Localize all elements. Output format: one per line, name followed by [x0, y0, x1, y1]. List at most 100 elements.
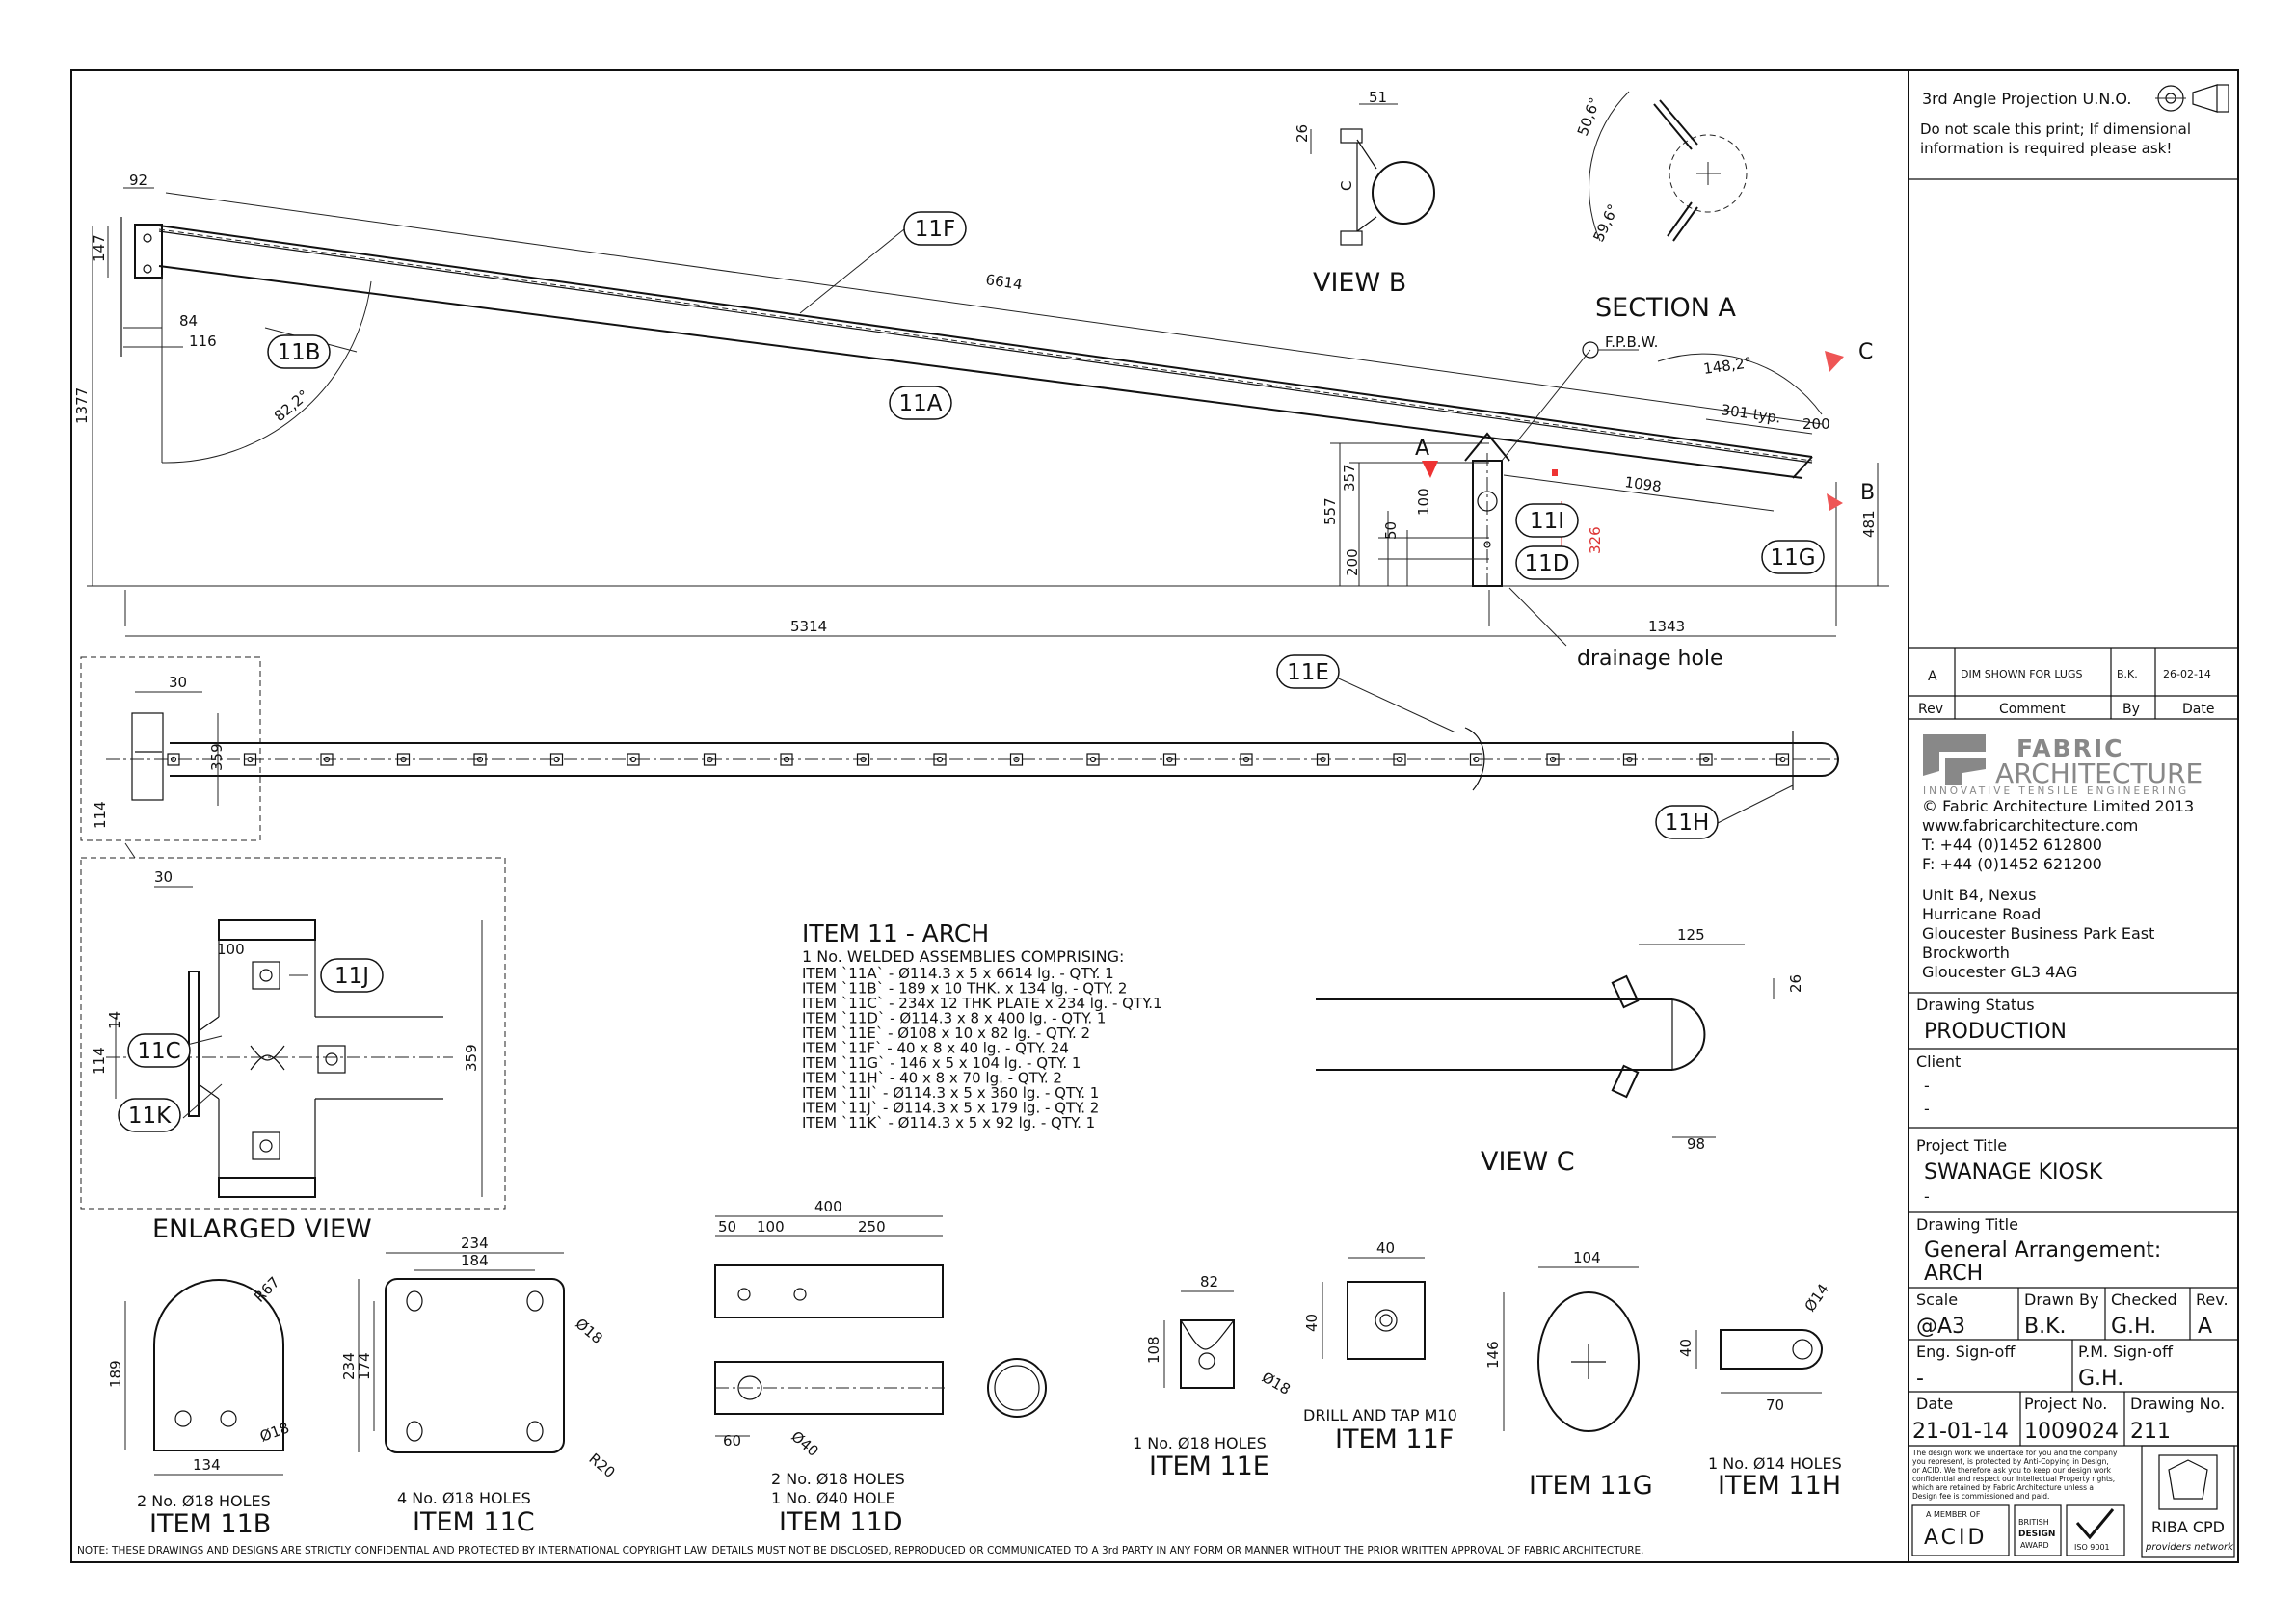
item-list-line: ITEM `11K` - Ø114.3 x 5 x 92 lg. - QTY. …	[802, 1114, 1095, 1131]
item-bubble	[1655, 805, 1719, 839]
drawing-no-label: Drawing No.	[2130, 1395, 2225, 1413]
detail-11e-title: ITEM 11E	[1149, 1451, 1269, 1481]
status-value: PRODUCTION	[1924, 1020, 2067, 1044]
british-design-award-logo-icon: BRITISH DESIGN AWARD	[2014, 1504, 2062, 1556]
lug-hole	[1549, 756, 1557, 763]
detail-11h-title: ITEM 11H	[1718, 1471, 1841, 1501]
rev-header-comment: Comment	[1999, 702, 2066, 717]
lug-square	[856, 753, 870, 766]
lug-square	[167, 753, 180, 766]
item-bubble	[1276, 654, 1340, 689]
drawn-value: B.K.	[2024, 1315, 2067, 1339]
drawing-title-2: ARCH	[1924, 1262, 1983, 1286]
svg-text:AWARD: AWARD	[2020, 1541, 2049, 1550]
client-value-2: -	[1924, 1100, 1930, 1118]
lug-hole	[1702, 756, 1710, 763]
detail-11d-note1: 2 No. Ø18 HOLES	[771, 1470, 905, 1488]
status-label: Drawing Status	[1916, 996, 2035, 1014]
drawing-title-1: General Arrangement:	[1924, 1238, 2161, 1263]
item-bubble	[889, 386, 952, 420]
dim-11c-r20: R20	[585, 1450, 618, 1481]
address-line-5: Gloucester GL3 4AG	[1922, 963, 2077, 981]
lug-square	[1622, 753, 1637, 766]
lug-square	[1240, 753, 1253, 766]
item-list-line: ITEM `11G` - 146 x 5 x 104 lg. - QTY. 1	[802, 1054, 1081, 1072]
projection-symbol-icon	[2155, 84, 2229, 113]
view-b-title: VIEW B	[1313, 268, 1406, 298]
detail-11c: 234 184 234 174 Ø18 R20 4 No. Ø18 HOLES …	[340, 1235, 619, 1537]
lug-square	[1086, 753, 1100, 766]
lug-square	[1469, 753, 1483, 766]
dim-11e-82: 82	[1200, 1273, 1218, 1290]
dim-11h-14: Ø14	[1802, 1281, 1832, 1316]
footer-note: NOTE: THESE DRAWINGS AND DESIGNS ARE STR…	[77, 1545, 1644, 1556]
detail-11b-title: ITEM 11B	[149, 1509, 271, 1539]
lug-hole	[323, 756, 331, 763]
lug-hole	[1396, 756, 1403, 763]
lug-hole	[1473, 756, 1480, 763]
dim-plan-30: 30	[169, 674, 187, 691]
project-value: SWANAGE KIOSK	[1924, 1160, 2103, 1184]
dim-vb-26: 26	[1294, 124, 1311, 143]
lug-square	[933, 753, 947, 766]
detail-11f: 40 40 DRILL AND TAP M10 ITEM 11F	[1303, 1239, 1457, 1454]
item-list-line: ITEM `11F` - 40 x 8 x 40 lg. - QTY. 24	[802, 1040, 1069, 1057]
pm-signoff-value: G.H.	[2078, 1367, 2123, 1391]
project-no-value: 1009024	[2024, 1420, 2119, 1444]
detail-11g-title: ITEM 11G	[1529, 1471, 1653, 1501]
item-bubble	[267, 334, 331, 369]
dim-vb-51: 51	[1369, 89, 1387, 106]
drawing-title-label: Drawing Title	[1916, 1215, 2018, 1234]
dim-357: 357	[1341, 464, 1358, 492]
legal-line-1: The design work we undertake for you and…	[1911, 1449, 2118, 1457]
pm-signoff-label: P.M. Sign-off	[2078, 1343, 2174, 1361]
item-list-line: ITEM `11B` - 189 x 10 THK. x 134 lg. - Q…	[802, 980, 1127, 998]
lug-square	[1775, 753, 1790, 766]
company-name-2: ARCHITECTURE	[1995, 758, 2203, 789]
detail-11f-note: DRILL AND TAP M10	[1303, 1406, 1457, 1424]
dim-11d-40: Ø40	[788, 1427, 821, 1460]
dim-11b-134: 134	[193, 1456, 221, 1474]
lug-square	[1009, 753, 1024, 766]
item-bubble-label: 11K	[128, 1104, 172, 1129]
drawn-label: Drawn By	[2024, 1290, 2098, 1309]
item-list-line: ITEM `11I` - Ø114.3 x 5 x 360 lg. - QTY.…	[802, 1084, 1099, 1102]
detail-11e-note: 1 No. Ø18 HOLES	[1133, 1434, 1267, 1452]
svg-text:BRITISH: BRITISH	[2018, 1518, 2049, 1527]
item-list-line: ITEM `11C` - 234x 12 THK PLATE x 234 lg.…	[802, 995, 1162, 1012]
lug-hole	[1013, 756, 1020, 763]
lug-square	[473, 753, 487, 766]
eng-signoff-value: -	[1916, 1367, 1924, 1391]
item-list-line: ITEM `11J` - Ø114.3 x 5 x 179 lg. - QTY.…	[802, 1100, 1099, 1117]
detail-11c-note: 4 No. Ø18 HOLES	[397, 1489, 531, 1507]
rev-by-cell: B.K.	[2117, 668, 2138, 680]
dim-plan-114: 114	[92, 801, 109, 829]
dim-vc-98: 98	[1687, 1135, 1705, 1153]
angle-sa-59-6: 59,6°	[1589, 201, 1622, 245]
dim-11c-234v: 234	[340, 1352, 358, 1380]
dim-vc-26: 26	[1787, 974, 1804, 993]
address-line-4: Brockworth	[1922, 944, 2010, 962]
lug-hole	[400, 756, 407, 763]
lug-square	[703, 753, 717, 766]
dim-84: 84	[179, 312, 198, 330]
detail-11c-title: ITEM 11C	[413, 1507, 535, 1537]
company-name-1: FABRIC	[2016, 734, 2124, 762]
detail-11h-note: 1 No. Ø14 HOLES	[1708, 1454, 1842, 1473]
dim-11d-250: 250	[858, 1218, 886, 1236]
item-list-subtitle: 1 No. WELDED ASSEMBLIES COMPRISING:	[802, 947, 1124, 966]
dim-11d-60: 60	[723, 1432, 741, 1450]
dim-11g-104: 104	[1573, 1249, 1601, 1266]
enlarged-title: ENLARGED VIEW	[152, 1214, 372, 1244]
svg-text:A MEMBER OF: A MEMBER OF	[1926, 1510, 1981, 1519]
lug-square	[780, 753, 793, 766]
scale-value: @A3	[1916, 1315, 1965, 1339]
dim-116: 116	[189, 333, 217, 350]
dim-200: 200	[1802, 415, 1830, 433]
lug-hole	[247, 756, 254, 763]
dim-11f-40: 40	[1376, 1239, 1395, 1257]
dim-5314: 5314	[790, 618, 827, 635]
item-bubble	[320, 958, 384, 993]
